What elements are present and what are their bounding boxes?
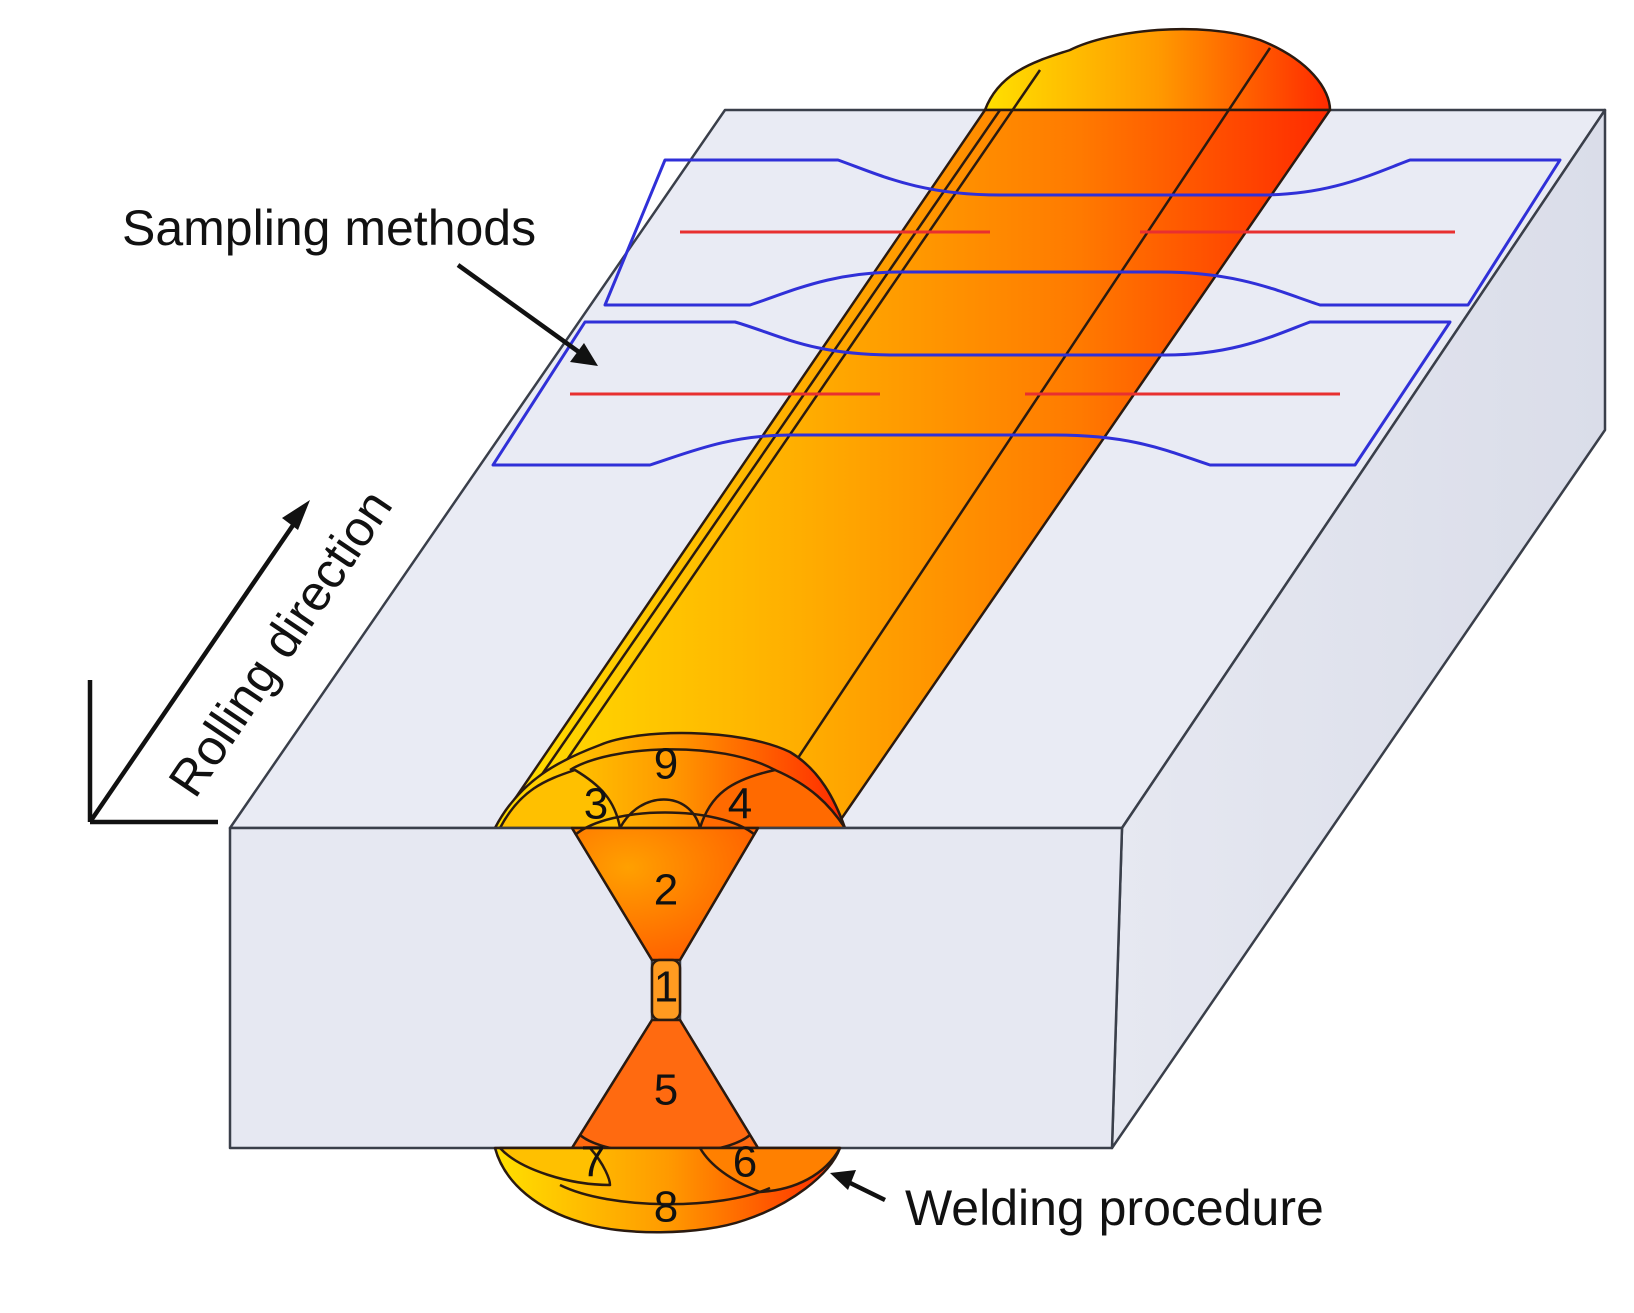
pass-3: 3 xyxy=(584,780,608,829)
weld-bead xyxy=(493,27,1332,830)
pass-4: 4 xyxy=(728,780,752,829)
sampling-methods-label: Sampling methods xyxy=(122,200,536,256)
pass-6: 6 xyxy=(733,1138,757,1187)
welding-procedure-label: Welding procedure xyxy=(905,1180,1324,1236)
rolling-direction-indicator xyxy=(87,500,310,825)
weld-cross-section xyxy=(493,731,847,830)
root-passes xyxy=(493,1146,842,1234)
pass-1: 1 xyxy=(654,963,678,1012)
pass-5: 5 xyxy=(654,1066,678,1115)
pass-9: 9 xyxy=(654,740,678,789)
plate-front xyxy=(228,826,654,1150)
welding-arrowhead xyxy=(830,1170,856,1190)
pass-7: 7 xyxy=(581,1138,605,1187)
specimen-lower xyxy=(491,320,1452,467)
pass-2: 2 xyxy=(654,866,678,915)
specimen-upper xyxy=(603,158,1562,307)
groove-passes xyxy=(570,811,760,1155)
sampling-arrow xyxy=(456,263,592,362)
pass-8: 8 xyxy=(654,1183,678,1232)
sampling-arrowhead xyxy=(570,343,598,366)
